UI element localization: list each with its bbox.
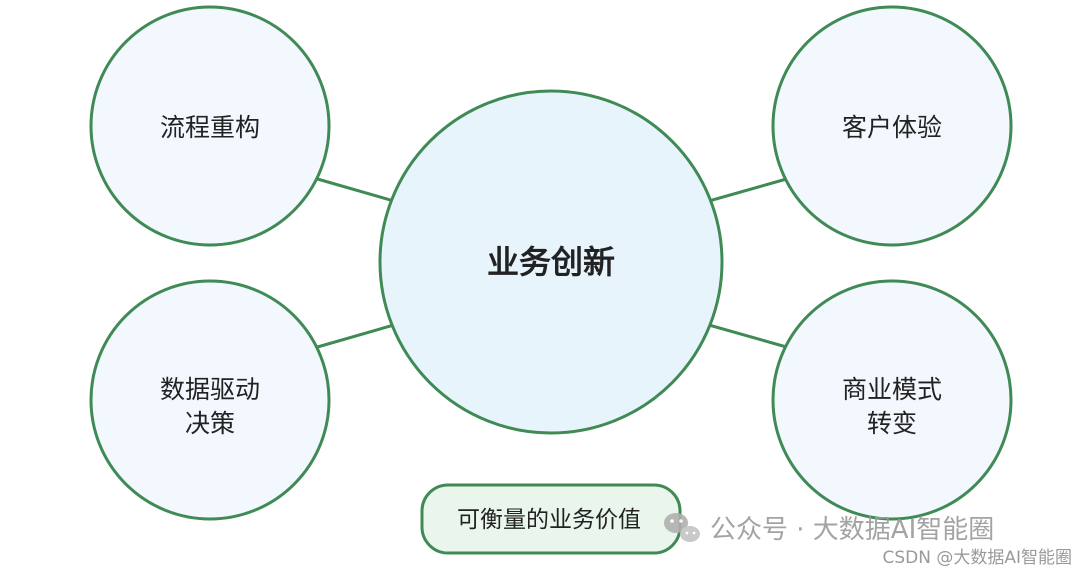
value-box: 可衡量的业务价值	[420, 483, 682, 555]
node-business: 商业模式 转变	[771, 279, 1013, 521]
node-business-circle	[771, 279, 1013, 521]
node-center: 业务创新	[378, 89, 724, 435]
node-data: 数据驱动 决策	[89, 279, 331, 521]
node-process-circle	[89, 5, 331, 247]
node-experience-circle	[771, 5, 1013, 247]
node-data-label-line2: 决策	[185, 409, 235, 438]
node-center-label: 业务创新	[487, 243, 615, 281]
node-process-label: 流程重构	[160, 113, 260, 142]
value-box-label: 可衡量的业务价值	[457, 507, 641, 533]
node-center-circle	[378, 89, 724, 435]
node-business-label-line1: 商业模式	[842, 375, 942, 404]
csdn-watermark-text: CSDN @大数据AI智能圈	[882, 548, 1072, 568]
wechat-watermark-text: 公众号 · 大数据AI智能圈	[710, 515, 994, 545]
wechat-icon	[664, 513, 700, 542]
wechat-watermark: 公众号 · 大数据AI智能圈	[664, 513, 994, 545]
node-process: 流程重构	[89, 5, 331, 247]
node-business-label-line2: 转变	[867, 409, 917, 438]
node-experience-label: 客户体验	[842, 113, 942, 142]
node-data-circle	[89, 279, 331, 521]
node-experience: 客户体验	[771, 5, 1013, 247]
node-data-label-line1: 数据驱动	[160, 375, 260, 404]
